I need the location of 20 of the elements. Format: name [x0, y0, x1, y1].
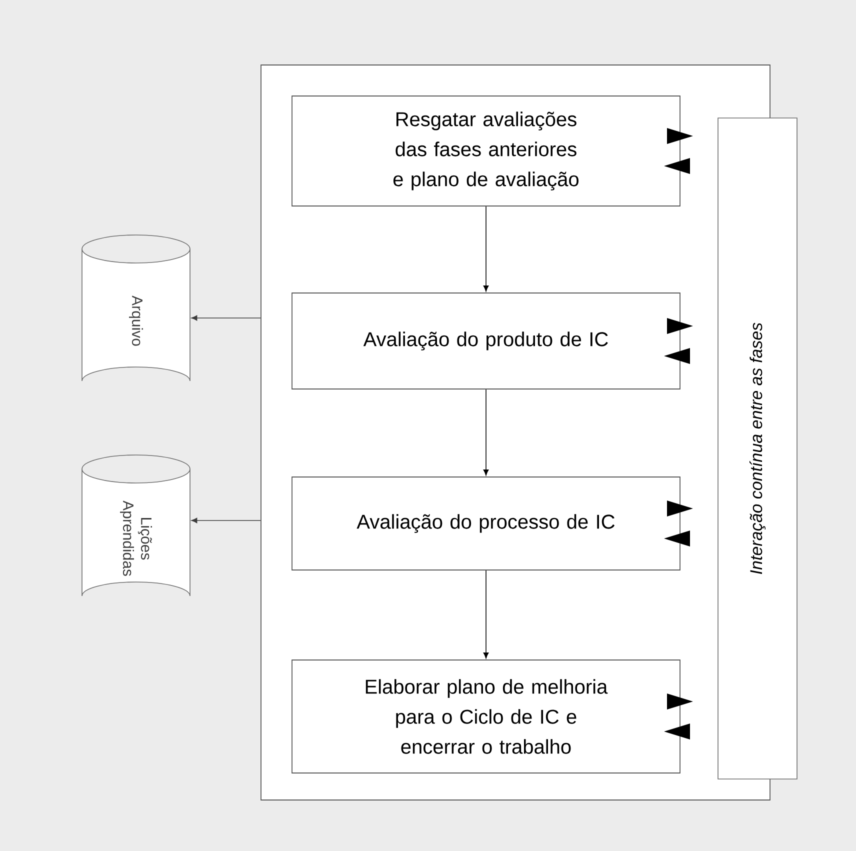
storage-cylinder: Lições Aprendidas [82, 454, 190, 596]
arrow [483, 570, 489, 658]
arrow [483, 206, 489, 292]
process-box: Avaliação do processo de IC [292, 476, 680, 570]
arrowhead [664, 348, 690, 364]
process-box: Avaliação do produto de IC [292, 292, 680, 390]
vertical-band: Interação contínua entre as fases [718, 118, 798, 780]
process-box: Resgatar avaliações das fases anteriores e plano de avaliação [292, 96, 680, 206]
arrow [483, 389, 489, 476]
arrowhead [664, 724, 690, 740]
arrowhead [667, 128, 693, 144]
arrowhead [664, 158, 690, 174]
arrowhead [667, 500, 693, 516]
arrowhead [664, 530, 690, 546]
arrowhead [667, 694, 693, 710]
storage-cylinder: Arquivo [82, 234, 190, 382]
process-box: Elaborar plano de melhoria para o Ciclo de IC e encerrar o trabalho [292, 660, 680, 774]
arrowhead [667, 318, 693, 334]
arrow [191, 518, 261, 524]
arrow [191, 315, 261, 321]
